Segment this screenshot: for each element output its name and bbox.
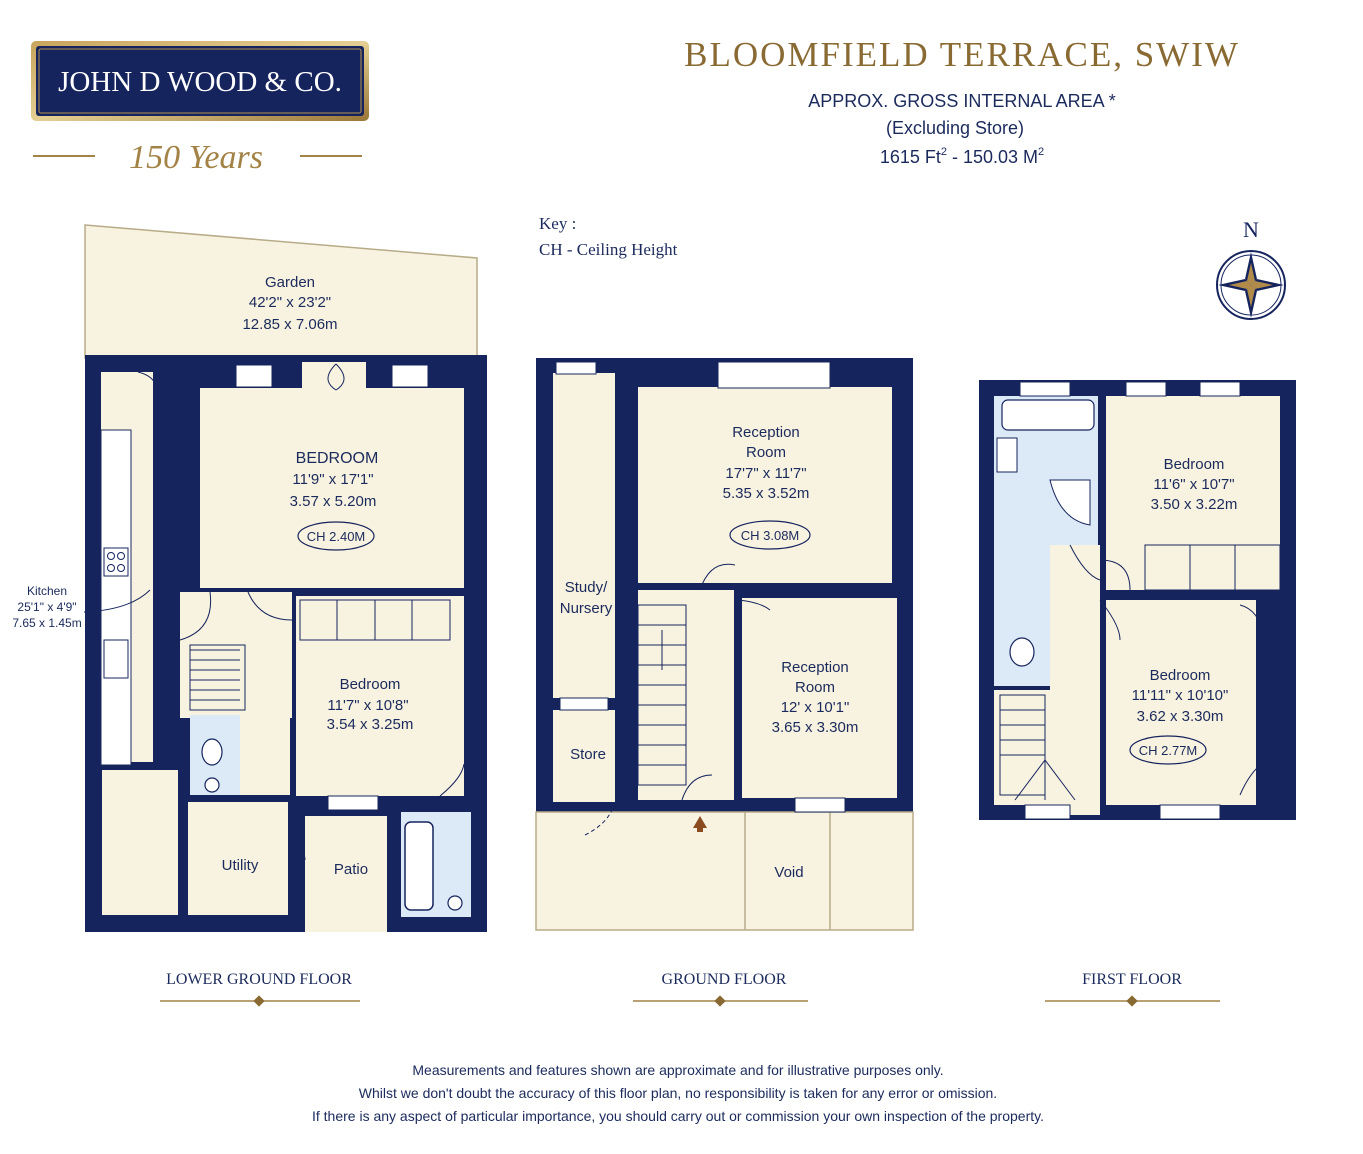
first-bedroom1-imperial: 11'6" x 10'7" xyxy=(1153,476,1234,493)
disclaimer-line-3: If there is any aspect of particular imp… xyxy=(312,1108,1044,1124)
header: BLOOMFIELD TERRACE, SWIW APPROX. GROSS I… xyxy=(684,35,1240,167)
key-line: CH - Ceiling Height xyxy=(539,240,678,259)
bedroom-main-metric: 3.57 x 5.20m xyxy=(290,493,377,510)
reception2-name1: Reception xyxy=(781,659,849,676)
first-floor-plan: Bedroom 11'6" x 10'7" 3.50 x 3.22m Bedro… xyxy=(979,380,1296,820)
utility-room xyxy=(188,802,288,915)
garden-name: Garden xyxy=(265,274,315,291)
brand-name: JOHN D WOOD & CO. xyxy=(58,66,342,98)
reception1-name1: Reception xyxy=(732,424,800,441)
reception2-room xyxy=(742,598,897,798)
study-name1: Study/ xyxy=(565,579,608,596)
garden-metric: 12.85 x 7.06m xyxy=(242,316,337,333)
area-sep: - xyxy=(947,147,963,167)
store-name: Store xyxy=(570,746,606,763)
lower-ground-label: LOWER GROUND FLOOR xyxy=(166,971,352,988)
study-name2: Nursery xyxy=(560,600,613,617)
utility-name: Utility xyxy=(222,857,259,874)
first-bedroom2-room xyxy=(1106,600,1256,805)
brand-tagline: 150 Years xyxy=(129,139,263,176)
area-line-2: (Excluding Store) xyxy=(886,118,1024,138)
disclaimer: Measurements and features shown are appr… xyxy=(312,1062,1044,1124)
first-bedroom1-metric: 3.50 x 3.22m xyxy=(1151,496,1238,513)
first-bedroom1-room xyxy=(1106,396,1280,590)
key: Key : CH - Ceiling Height xyxy=(539,214,678,259)
reception1-imperial: 17'7" x 11'7" xyxy=(725,465,806,482)
area-ft-sup: 2 xyxy=(941,146,947,158)
bedroom-main-room xyxy=(200,388,464,588)
kitchen-imperial: 25'1" x 4'9" xyxy=(17,600,76,614)
bedroom-main-name: BEDROOM xyxy=(296,450,379,467)
page-title: BLOOMFIELD TERRACE, SWIW xyxy=(684,35,1240,74)
store-room xyxy=(553,710,615,802)
reception2-name2: Room xyxy=(795,679,835,696)
disclaimer-line-1: Measurements and features shown are appr… xyxy=(412,1062,943,1078)
patio-area xyxy=(305,816,387,932)
first-bedroom2-metric: 3.62 x 3.30m xyxy=(1137,708,1224,725)
reception1-name2: Room xyxy=(746,444,786,461)
garden-imperial: 42'2" x 23'2" xyxy=(249,294,331,311)
ground-label: GROUND FLOOR xyxy=(662,971,787,988)
area-line-3: 1615 Ft2 - 150.03 M2 xyxy=(880,146,1044,167)
key-title: Key : xyxy=(539,214,576,233)
disclaimer-line-2: Whilst we don't doubt the accuracy of th… xyxy=(359,1085,997,1101)
void-name: Void xyxy=(774,864,803,881)
first-label: FIRST FLOOR xyxy=(1082,971,1182,988)
compass-label: N xyxy=(1243,217,1259,242)
first-bedroom2-ch: CH 2.77M xyxy=(1139,743,1198,758)
area-m: 150.03 M xyxy=(963,147,1038,167)
bedroom2-imperial: 11'7" x 10'8" xyxy=(327,697,408,714)
reception1-room xyxy=(638,387,892,583)
bedroom-main-imperial: 11'9" x 17'1" xyxy=(292,471,373,488)
reception2-metric: 3.65 x 3.30m xyxy=(772,719,859,736)
bedroom2-room xyxy=(296,596,464,796)
ground-floor-plan: Reception Room 17'7" x 11'7" 5.35 x 3.52… xyxy=(535,358,914,931)
first-bedroom2-name: Bedroom xyxy=(1150,667,1211,684)
reception2-imperial: 12' x 10'1" xyxy=(781,699,850,716)
patio-name: Patio xyxy=(334,861,368,878)
floor-labels: LOWER GROUND FLOOR GROUND FLOOR FIRST FL… xyxy=(160,971,1220,1007)
area-ft: 1615 Ft xyxy=(880,147,941,167)
logo: JOHN D WOOD & CO. 150 Years xyxy=(31,41,369,176)
lower-ground-floor-plan: Garden 42'2" x 23'2" 12.85 x 7.06m BEDRO… xyxy=(12,224,487,932)
compass-icon: N xyxy=(1216,217,1286,320)
kitchen-name: Kitchen xyxy=(27,584,67,598)
kitchen-metric: 7.65 x 1.45m xyxy=(12,616,81,630)
study-room xyxy=(553,373,615,698)
area-line-1: APPROX. GROSS INTERNAL AREA * xyxy=(808,91,1115,111)
bedroom2-metric: 3.54 x 3.25m xyxy=(327,716,414,733)
reception1-ch: CH 3.08M xyxy=(741,528,800,543)
first-bedroom1-name: Bedroom xyxy=(1164,456,1225,473)
area-m-sup: 2 xyxy=(1038,146,1044,158)
bedroom2-name: Bedroom xyxy=(340,676,401,693)
reception1-metric: 5.35 x 3.52m xyxy=(723,485,810,502)
bedroom-main-ch: CH 2.40M xyxy=(307,529,366,544)
first-bedroom2-imperial: 11'11" x 10'10" xyxy=(1132,687,1229,704)
